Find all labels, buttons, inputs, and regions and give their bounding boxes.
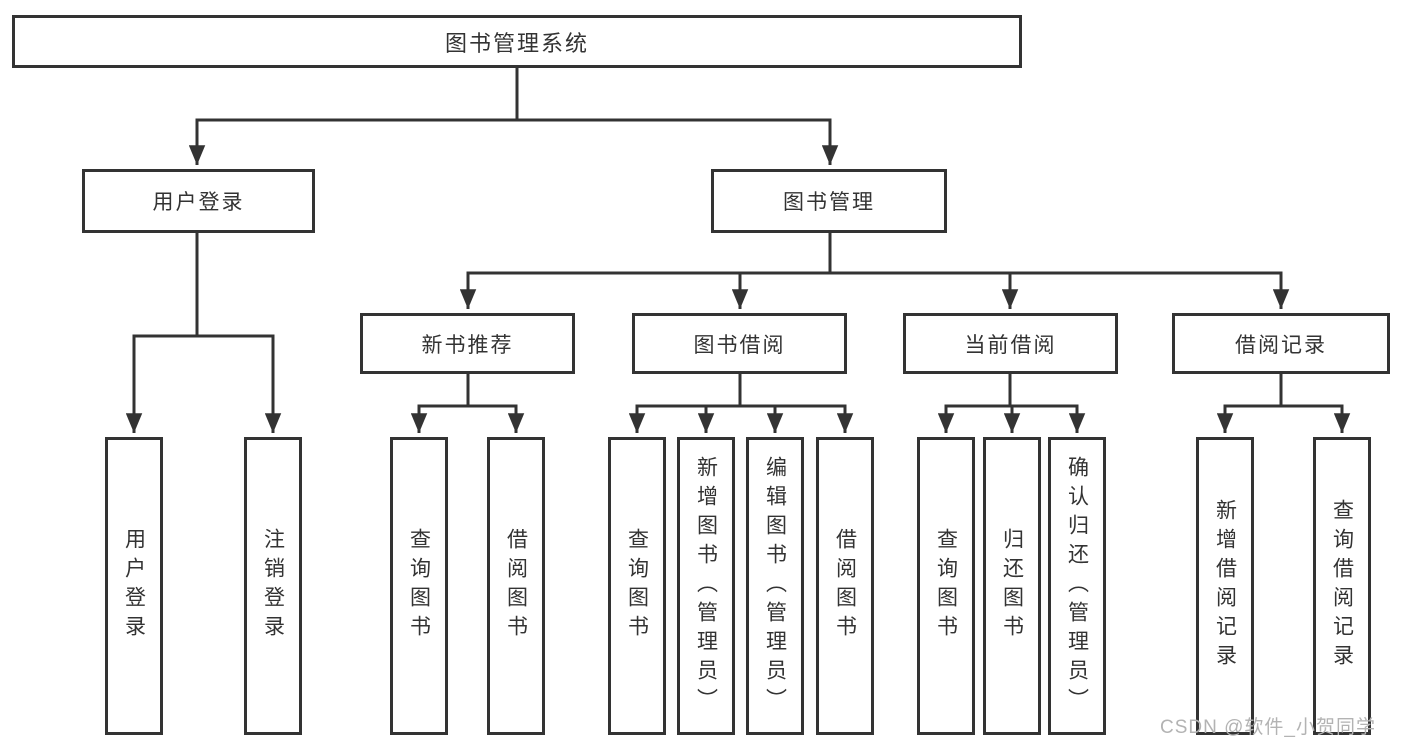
leaf-add-borrow-record: 新增借阅记录	[1196, 437, 1254, 735]
leaf-return-book: 归还图书	[983, 437, 1041, 735]
leaf-confirm-return-admin: 确认归还（管理员）	[1048, 437, 1106, 735]
node-current-borrow: 当前借阅	[903, 313, 1118, 374]
leaf-query-borrow-record: 查询借阅记录	[1313, 437, 1371, 735]
leaf-borrow-books-recommend: 借阅图书	[487, 437, 545, 735]
leaf-query-books-recommend: 查询图书	[390, 437, 448, 735]
node-book-borrow: 图书借阅	[632, 313, 847, 374]
leaf-add-book-admin: 新增图书（管理员）	[677, 437, 735, 735]
csdn-watermark: CSDN @软件_小贺同学	[1160, 717, 1376, 738]
leaf-borrow-books-borrow: 借阅图书	[816, 437, 874, 735]
leaf-user-login: 用户登录	[105, 437, 163, 735]
leaf-query-books-current: 查询图书	[917, 437, 975, 735]
leaf-logout: 注销登录	[244, 437, 302, 735]
node-new-book-recommend: 新书推荐	[360, 313, 575, 374]
node-user-login-branch: 用户登录	[82, 169, 315, 233]
node-book-management-branch: 图书管理	[711, 169, 947, 233]
node-library-management-system: 图书管理系统	[12, 15, 1022, 68]
leaf-edit-book-admin: 编辑图书（管理员）	[746, 437, 804, 735]
leaf-query-books-borrow: 查询图书	[608, 437, 666, 735]
node-borrow-records: 借阅记录	[1172, 313, 1390, 374]
